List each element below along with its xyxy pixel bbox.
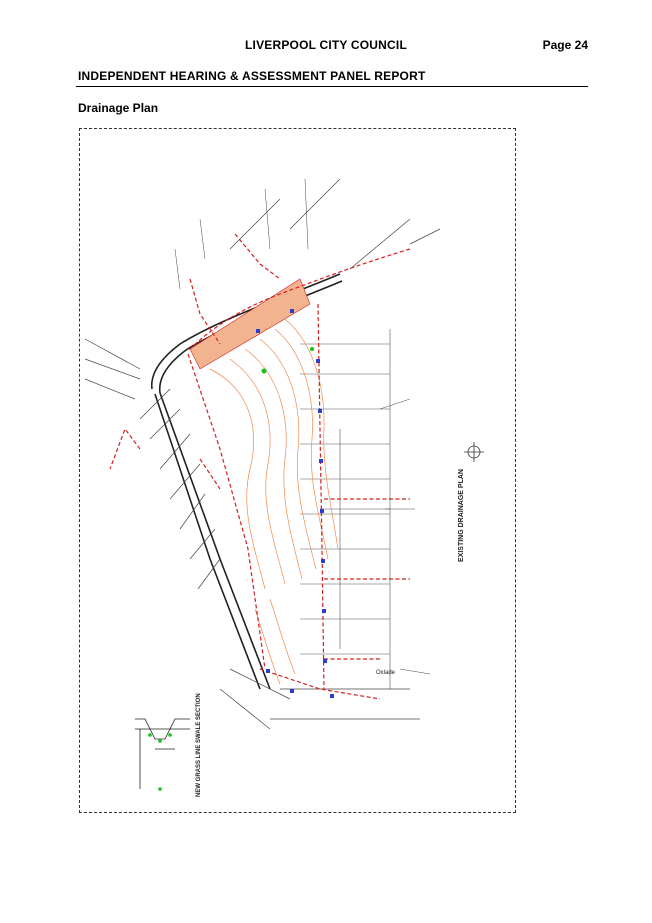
drainage-plan-drawing bbox=[84, 178, 484, 791]
swale-section-title: NEW GRASS LINE SWALE SECTION bbox=[196, 693, 202, 797]
green-marker bbox=[261, 368, 267, 374]
header-rule bbox=[76, 86, 588, 87]
street-label: Oxlade bbox=[376, 670, 396, 676]
drainage-lines bbox=[109, 233, 411, 700]
contour-lines bbox=[209, 318, 339, 685]
north-arrow-icon bbox=[464, 442, 484, 462]
page-number: Page 24 bbox=[542, 38, 588, 52]
green-marker-2 bbox=[310, 347, 314, 351]
drainage-plan-figure: EXISTING DRAINAGE PLAN NEW GRASS LINE SW… bbox=[79, 128, 516, 813]
annotation-leaders bbox=[174, 178, 431, 675]
report-title: INDEPENDENT HEARING & ASSESSMENT PANEL R… bbox=[78, 69, 426, 83]
drainage-pits bbox=[256, 309, 334, 698]
section-title: Drainage Plan bbox=[78, 101, 159, 115]
lot-grid bbox=[300, 329, 391, 689]
swale-section-detail bbox=[135, 718, 190, 789]
hatched-area bbox=[189, 278, 311, 370]
side-streets bbox=[84, 178, 441, 730]
plan-title: EXISTING DRAINAGE PLAN bbox=[458, 469, 465, 562]
swale-grass bbox=[148, 733, 172, 791]
header-council: LIVERPOOL CITY COUNCIL bbox=[245, 38, 407, 52]
